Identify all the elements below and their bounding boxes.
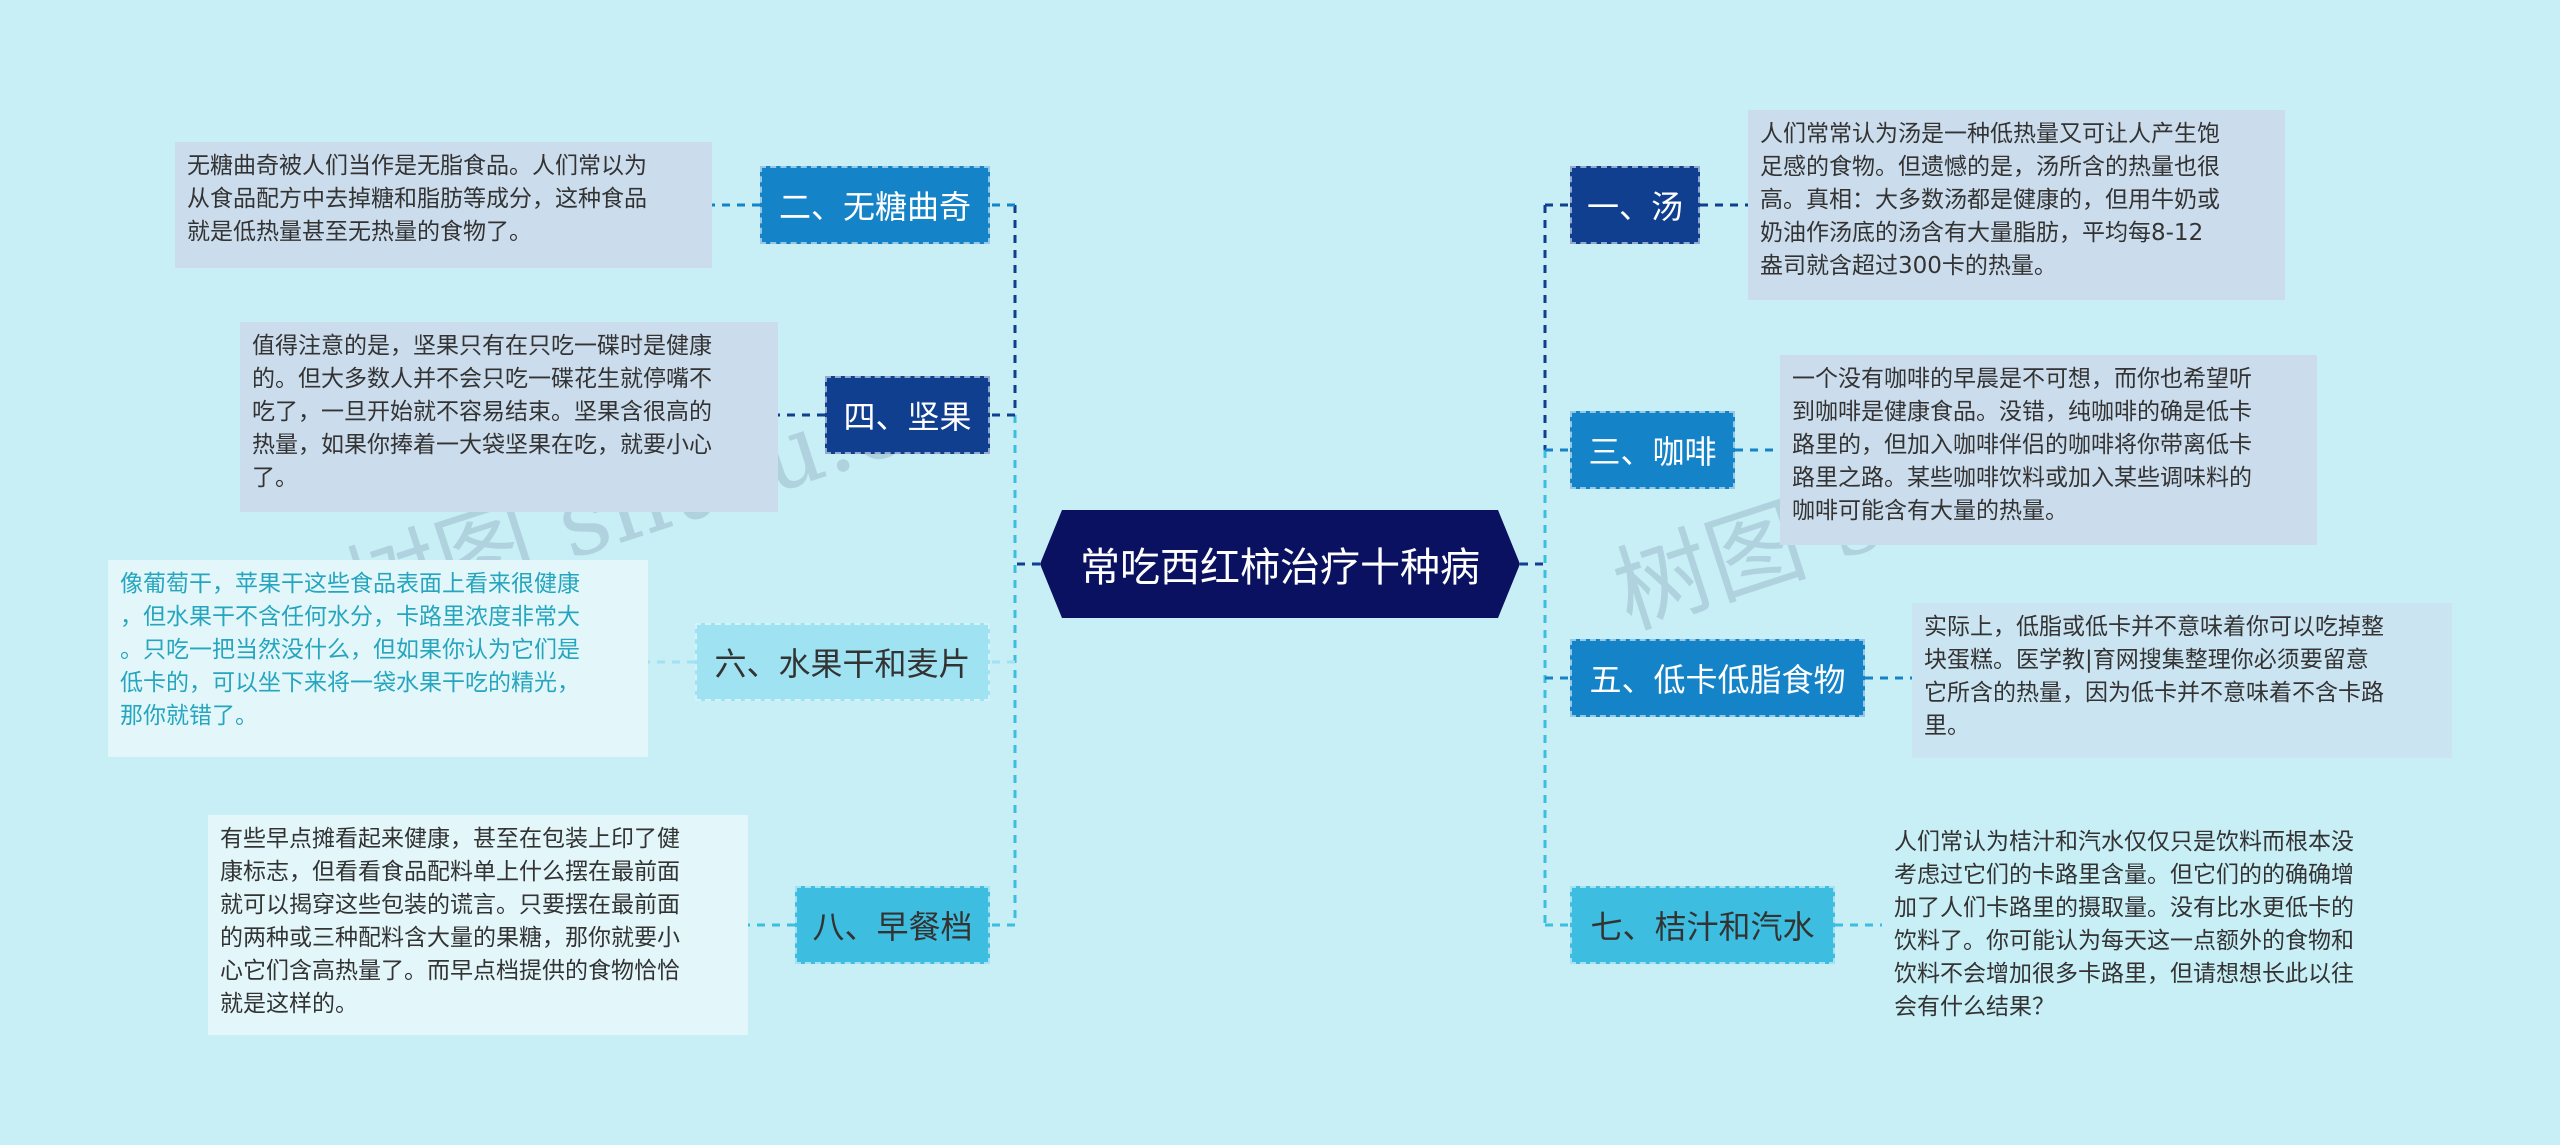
- note-coffee: 一个没有咖啡的早晨是不可想，而你也希望听 到咖啡是健康食品。没错，纯咖啡的确是低…: [1780, 355, 2317, 545]
- branch-6-dried-fruit-cereal[interactable]: 六、水果干和麦片: [695, 623, 990, 701]
- note-juice-soda: 人们常认为桔汁和汽水仅仅只是饮料而根本没 考虑过它们的卡路里含量。但它们的的确确…: [1894, 829, 2354, 1020]
- central-topic[interactable]: 常吃西红柿治疗十种病: [1040, 510, 1520, 618]
- note-sugar-free-cookies: 无糖曲奇被人们当作是无脂食品。人们常以为 从食品配方中去掉糖和脂肪等成分，这种食…: [175, 142, 712, 268]
- branch-1-soup[interactable]: 一、汤: [1570, 166, 1700, 244]
- note-low-cal-low-fat: 实际上，低脂或低卡并不意味着你可以吃掉整 块蛋糕。医学教|育网搜集整理你必须要留…: [1912, 603, 2452, 758]
- note-nuts: 值得注意的是，坚果只有在只吃一碟时是健康 的。但大多数人并不会只吃一碟花生就停嘴…: [240, 322, 778, 512]
- branch-3-coffee[interactable]: 三、咖啡: [1570, 411, 1735, 489]
- note-dried-fruit-cereal: 像葡萄干，苹果干这些食品表面上看来很健康 ，但水果干不含任何水分，卡路里浓度非常…: [108, 560, 648, 757]
- note-breakfast-stall: 有些早点摊看起来健康，甚至在包装上印了健 康标志，但看看食品配料单上什么摆在最前…: [208, 815, 748, 1035]
- branch-5-low-cal-low-fat[interactable]: 五、低卡低脂食物: [1570, 639, 1865, 717]
- note-soup: 人们常常认为汤是一种低热量又可让人产生饱 足感的食物。但遗憾的是，汤所含的热量也…: [1748, 110, 2285, 300]
- branch-4-nuts[interactable]: 四、坚果: [825, 376, 990, 454]
- branch-7-juice-soda[interactable]: 七、桔汁和汽水: [1570, 886, 1835, 964]
- branch-8-breakfast-stall[interactable]: 八、早餐档: [795, 886, 990, 964]
- branch-2-sugar-free-cookies[interactable]: 二、无糖曲奇: [760, 166, 990, 244]
